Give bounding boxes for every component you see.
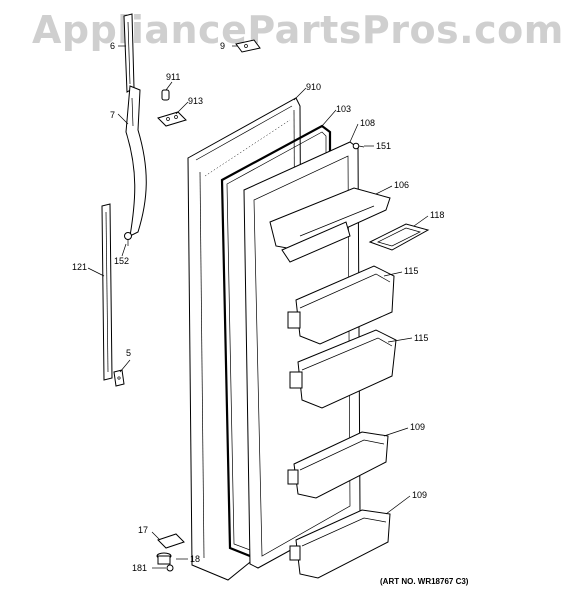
callout-910: 910	[306, 82, 321, 92]
part-115-bin-upper	[287, 265, 395, 345]
callout-115-upper: 115	[404, 266, 418, 276]
leader-lines	[87, 45, 429, 569]
callout-152: 152	[114, 256, 129, 266]
callout-18: 18	[190, 554, 200, 564]
callout-109-lower: 109	[412, 490, 427, 500]
part-109-bin-lower	[289, 509, 391, 579]
callout-labels: 6 9 911 913 7 910 103 108 151 106 118 15…	[72, 41, 444, 573]
callout-911: 911	[166, 72, 180, 82]
callout-9: 9	[220, 41, 225, 51]
callout-108: 108	[360, 118, 375, 128]
part-911-bushing	[161, 89, 170, 101]
part-9-plate	[235, 39, 261, 53]
part-152-screw	[124, 232, 132, 246]
part-18-hinge-pin	[156, 552, 172, 565]
callout-106: 106	[394, 180, 409, 190]
watermark: AppliancePartsPros.com	[32, 8, 562, 52]
part-5-bracket	[113, 369, 125, 387]
callout-913: 913	[188, 96, 203, 106]
part-7-handle	[125, 85, 147, 237]
part-913-plate	[157, 111, 187, 127]
part-17-bottom-hinge	[157, 533, 185, 549]
part-115-bin-lower	[289, 329, 397, 409]
callout-109-upper: 109	[410, 422, 425, 432]
callout-115-lower: 115	[414, 333, 428, 343]
part-121-trim-strip	[101, 203, 113, 381]
callout-121: 121	[72, 262, 87, 272]
callout-6: 6	[110, 41, 115, 51]
callout-17: 17	[138, 525, 148, 535]
part-6-top-hinge	[123, 13, 135, 93]
art-number: (ART NO. WR18767 C3)	[380, 577, 469, 586]
callout-118: 118	[430, 210, 444, 220]
callout-7: 7	[110, 110, 115, 120]
callout-5: 5	[126, 348, 131, 358]
part-151-screw	[352, 142, 365, 150]
callout-181: 181	[132, 563, 147, 573]
part-181-screw	[166, 564, 174, 572]
part-118-tray	[368, 223, 430, 251]
callout-151: 151	[376, 141, 391, 151]
part-109-bin-upper	[287, 431, 389, 499]
callout-103: 103	[336, 104, 351, 114]
part-106-dairy-door	[269, 187, 391, 263]
